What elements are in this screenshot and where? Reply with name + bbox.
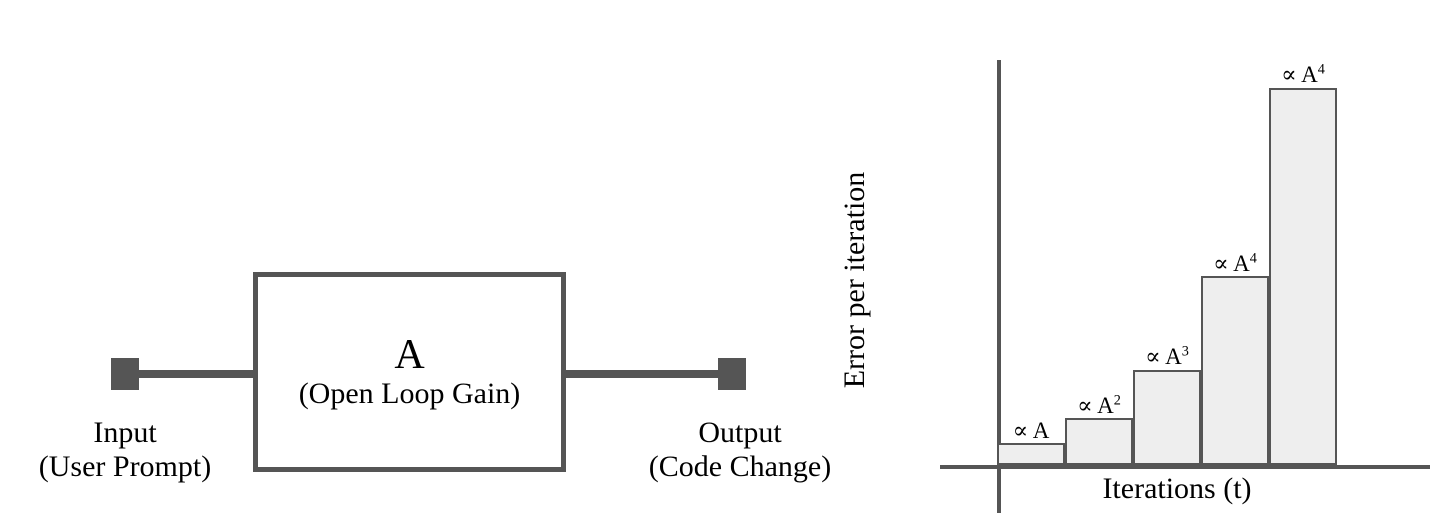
open-loop-block-diagram: A (Open Loop Gain) Input (User Prompt) O…: [0, 272, 870, 483]
bar-value-label: ∝ A2: [1077, 391, 1121, 418]
bar-value-label: ∝ A4: [1281, 61, 1325, 88]
bar: ∝ A: [997, 418, 1065, 465]
output-port-label: Output (Code Change): [610, 416, 870, 483]
output-label-line1: Output: [698, 416, 782, 449]
error-growth-bar-chart: ∝ A∝ A2∝ A3∝ A4∝ A4 Error per iteration …: [838, 0, 1456, 532]
bar: ∝ A4: [1201, 251, 1269, 465]
y-axis-title: Error per iteration: [838, 171, 871, 389]
output-label-line2: (Code Change): [648, 449, 832, 483]
input-label-line1: Input: [93, 416, 157, 449]
bar: ∝ A2: [1065, 393, 1133, 465]
bar: ∝ A4: [1269, 62, 1337, 465]
x-axis-line: [940, 465, 1430, 469]
input-port-label: Input (User Prompt): [0, 416, 250, 483]
output-wire: [561, 370, 726, 378]
input-label-line2: (User Prompt): [38, 449, 212, 483]
gain-symbol: A: [394, 332, 425, 379]
gain-caption: (Open Loop Gain): [298, 377, 521, 411]
output-terminal-icon: [718, 358, 746, 390]
bar-series: ∝ A ∝ A2 ∝ A3 ∝ A4 ∝ A4: [997, 0, 1347, 467]
gain-block: A (Open Loop Gain): [253, 272, 566, 472]
bar-value-label: ∝ A3: [1145, 343, 1189, 370]
input-wire: [130, 370, 258, 378]
y-axis-line: [997, 60, 1001, 513]
x-axis-title: Iterations (t): [1102, 472, 1252, 505]
bar-value-label: ∝ A4: [1213, 250, 1257, 277]
bar-value-label: ∝ A: [1012, 417, 1050, 443]
bar: ∝ A3: [1133, 344, 1201, 465]
